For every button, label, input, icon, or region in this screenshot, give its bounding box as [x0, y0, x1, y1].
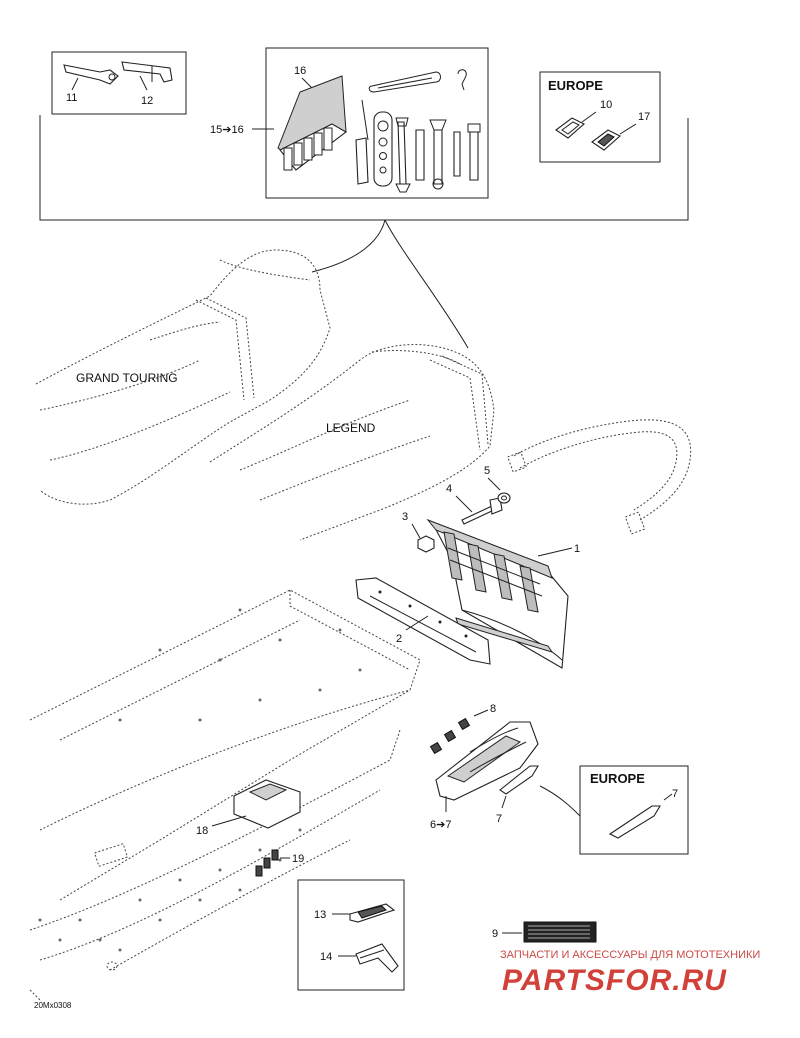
- callout-8: 8: [490, 703, 496, 715]
- insert-part-7: [499, 765, 539, 795]
- wrench-part-11: [63, 64, 119, 85]
- clip-icon: [368, 71, 441, 93]
- bolt-part-4: [461, 505, 495, 525]
- europe-label-bottom: EUROPE: [590, 771, 645, 786]
- figure-code: 20Mx0308: [34, 1001, 72, 1010]
- callout-15-16: 15➔16: [210, 124, 244, 136]
- kit-bracket-line: [39, 115, 689, 349]
- box-tool-kit: 15➔16 16: [210, 47, 489, 199]
- insert-part-7-europe: [608, 805, 661, 839]
- callout-3: 3: [402, 511, 408, 523]
- callout-12: 12: [141, 95, 153, 107]
- tunnel-outline: 18 19: [29, 589, 421, 1001]
- box-wrenches-11-12: 11 12: [51, 51, 187, 115]
- watermark-brand: PARTSFOR.RU: [502, 964, 727, 997]
- callout-19: 19: [292, 853, 304, 865]
- callout-10: 10: [600, 99, 612, 111]
- callout-1: 1: [574, 543, 580, 555]
- grab-bar-outline: [507, 419, 692, 535]
- callout-18: 18: [196, 825, 208, 837]
- callout-7-a: 7: [496, 813, 502, 825]
- callout-14: 14: [320, 951, 332, 963]
- europe-label-top: EUROPE: [548, 78, 603, 93]
- box-parts-13-14: 13 14: [297, 879, 405, 991]
- box-europe-top: EUROPE 10 17: [539, 71, 661, 163]
- label-legend: LEGEND: [326, 421, 376, 435]
- decal-part-9: 9: [492, 921, 597, 943]
- screws-part-8: [429, 717, 471, 755]
- callout-5: 5: [484, 465, 490, 477]
- label-grand-touring: GRAND TOURING: [76, 371, 178, 385]
- seat-outlines: GRAND TOURING LEGEND: [35, 249, 495, 541]
- callout-7-b: 7: [672, 788, 678, 800]
- part-14: [355, 943, 399, 973]
- tool-part-12: [121, 61, 173, 83]
- callout-16: 16: [294, 65, 306, 77]
- callout-17: 17: [638, 111, 650, 123]
- bracket-part-2: [355, 577, 491, 665]
- callout-6-7: 6➔7: [430, 819, 451, 831]
- washer-part-5: [497, 492, 511, 504]
- side-trim-assembly: 7 6➔7 8: [429, 703, 581, 831]
- decal-part-10: [555, 117, 585, 139]
- legend-seat: [209, 344, 495, 541]
- watermark: ЗАПЧАСТИ И АКСЕССУАРЫ ДЛЯ МОТОТЕХНИКИ PA…: [500, 949, 760, 997]
- watermark-tagline: ЗАПЧАСТИ И АКСЕССУАРЫ ДЛЯ МОТОТЕХНИКИ: [500, 949, 760, 961]
- luggage-rack-assembly: 1 2 3 4 5: [355, 465, 580, 669]
- callout-13: 13: [314, 909, 326, 921]
- callout-2: 2: [396, 633, 402, 645]
- callout-4: 4: [446, 483, 452, 495]
- screws-part-19: [255, 849, 279, 877]
- nut-part-3: [417, 535, 435, 553]
- box-europe-bottom: EUROPE 7: [579, 765, 689, 855]
- callout-11: 11: [66, 92, 77, 104]
- hook-icon: [457, 69, 467, 91]
- callout-9: 9: [492, 928, 498, 940]
